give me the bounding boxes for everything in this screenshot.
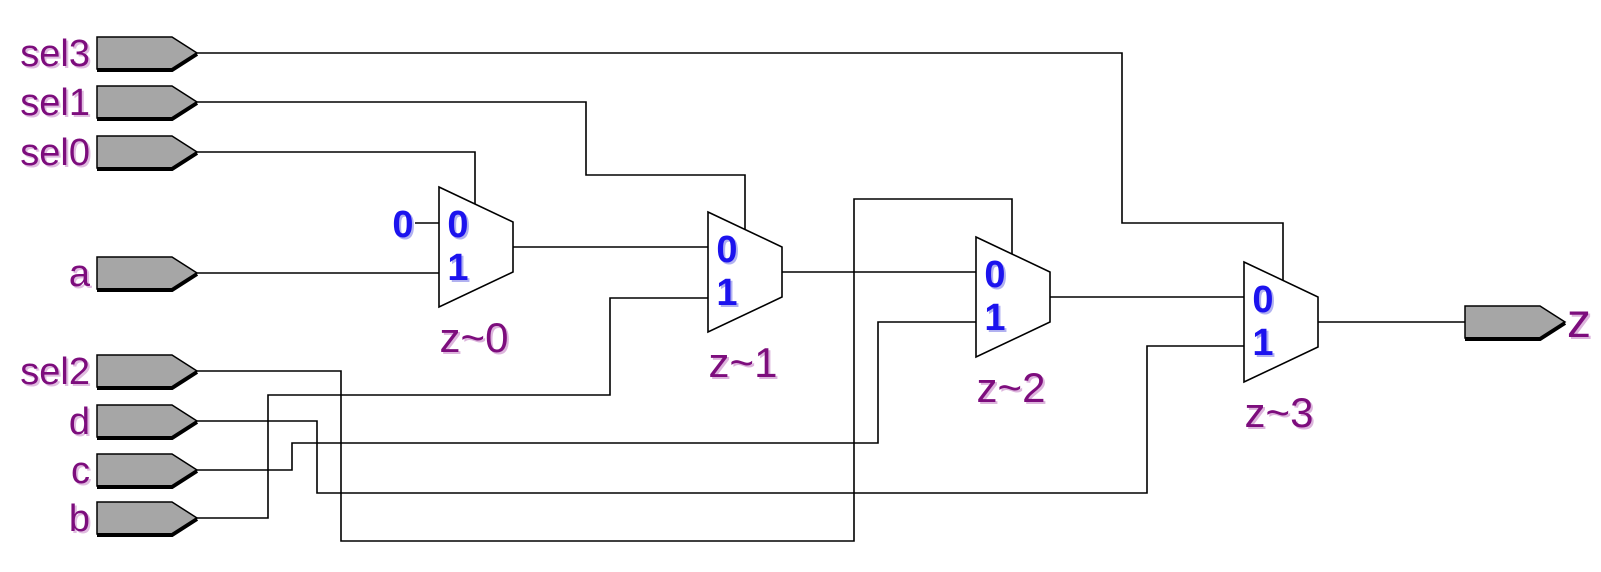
pin-label-b: b [69, 498, 90, 540]
mux-z2-port0-label: 0 [984, 254, 1005, 296]
input-pin-c[interactable] [96, 453, 199, 489]
wire-sel0[interactable] [197, 151, 476, 204]
mux-z3-port0-label: 0 [1252, 279, 1273, 321]
mux-z1-port0-label: 0 [716, 229, 737, 271]
output-pin-z[interactable] [1464, 305, 1567, 341]
input-pin-d[interactable] [96, 404, 199, 440]
mux-z2-name: z~2 [977, 364, 1046, 411]
mux-z2-port1-label: 1 [984, 297, 1005, 339]
mux-z0-port0-label: 0 [447, 204, 468, 246]
wire-c[interactable] [197, 321, 976, 471]
mux-z0-name: z~0 [440, 314, 509, 361]
input-pin-sel2[interactable] [96, 354, 199, 390]
pin-label-a: a [69, 253, 91, 295]
constant-zero: 0 [392, 204, 413, 246]
wire-sel2[interactable] [197, 198, 1013, 542]
wires [197, 52, 1465, 542]
mux-z1-port1-label: 1 [716, 272, 737, 314]
mux-z1[interactable] [707, 210, 783, 334]
input-pin-sel1[interactable] [96, 85, 199, 121]
wire-b[interactable] [197, 297, 708, 519]
input-pin-sel0[interactable] [96, 135, 199, 171]
mux-z0[interactable] [438, 185, 514, 309]
mux-z3-name: z~3 [1245, 389, 1314, 436]
wire-d[interactable] [197, 345, 1244, 494]
wire-sel1[interactable] [197, 101, 746, 230]
wire-sel3[interactable] [197, 52, 1284, 280]
pin-label-sel0: sel0 [20, 132, 90, 174]
pin-label-sel3: sel3 [20, 33, 90, 75]
mux-z1-name: z~1 [709, 339, 778, 386]
mux-z0-port1-label: 1 [447, 247, 468, 289]
input-pin-sel3[interactable] [96, 36, 199, 72]
pin-label-sel1: sel1 [20, 82, 90, 124]
pin-label-sel2: sel2 [20, 351, 90, 393]
pin-label-z: z [1567, 295, 1591, 348]
mux-z3-port1-label: 1 [1252, 322, 1273, 364]
input-pin-b[interactable] [96, 501, 199, 537]
pin-label-d: d [69, 401, 90, 443]
mux-z3[interactable] [1243, 260, 1319, 384]
pin-label-c: c [71, 450, 90, 492]
input-pin-a[interactable] [96, 256, 199, 292]
mux-z2[interactable] [975, 235, 1051, 359]
